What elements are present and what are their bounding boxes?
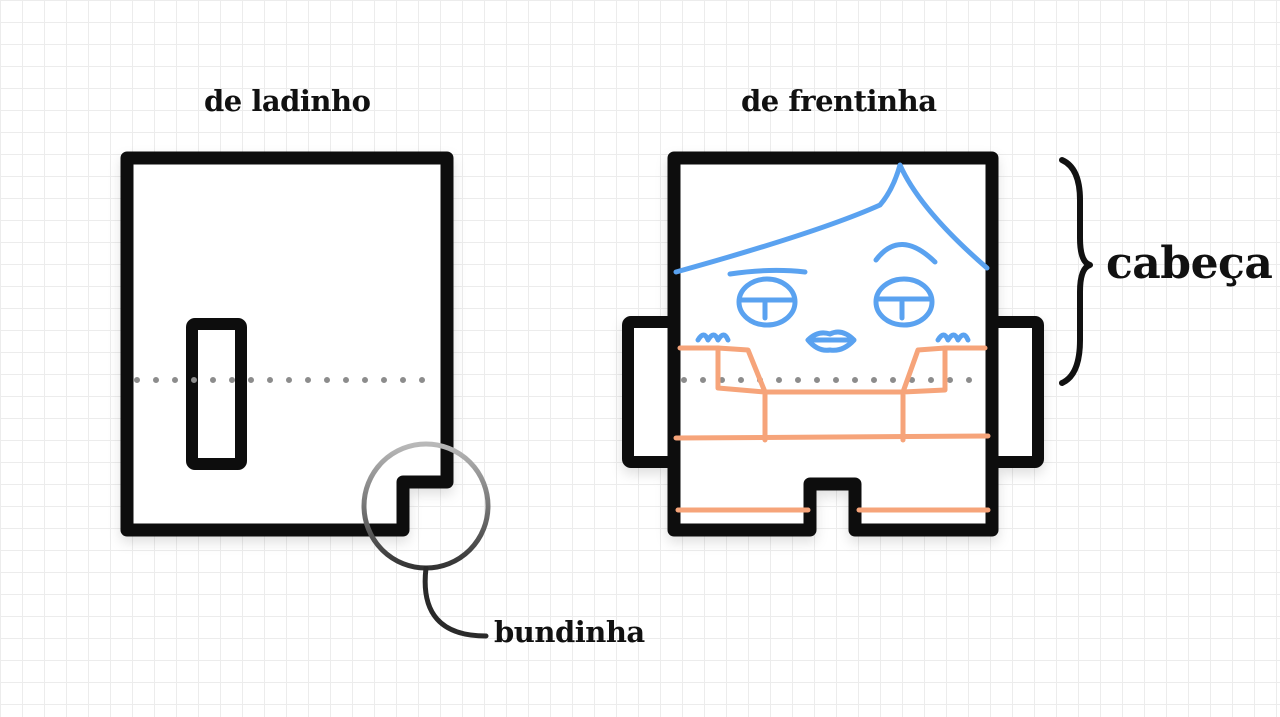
side-view-title: de ladinho: [204, 84, 371, 118]
side-view-body-outline: [120, 151, 454, 537]
butt-callout-line: [422, 565, 489, 639]
face-drawing: [673, 162, 990, 353]
right-collar-flap: [900, 345, 948, 395]
waist-line: [673, 433, 991, 441]
side-view-figure: [120, 151, 454, 537]
head-label: cabeça: [1106, 238, 1273, 289]
body-drawing: [673, 345, 991, 513]
head-brace: [1059, 157, 1093, 386]
front-view-right-arm: [986, 316, 1044, 468]
left-eye: [736, 276, 798, 328]
right-eye: [873, 276, 935, 328]
right-eyebrow: [873, 242, 938, 265]
left-collar-flap: [715, 345, 768, 395]
left-blush: [695, 332, 731, 343]
right-blush: [935, 332, 971, 343]
front-view-left-arm: [622, 316, 680, 468]
front-view-body-outline: [667, 151, 999, 537]
hair-line: [673, 162, 990, 275]
right-collar: [900, 345, 988, 443]
left-collar: [677, 345, 768, 443]
side-view-arm: [186, 318, 247, 470]
front-view-title: de frentinha: [741, 84, 937, 118]
front-view-figure: [622, 151, 1044, 537]
butt-label: bundinha: [494, 615, 645, 649]
butt-callout: [361, 441, 491, 639]
left-eyebrow: [727, 267, 808, 277]
mouth: [805, 329, 857, 353]
